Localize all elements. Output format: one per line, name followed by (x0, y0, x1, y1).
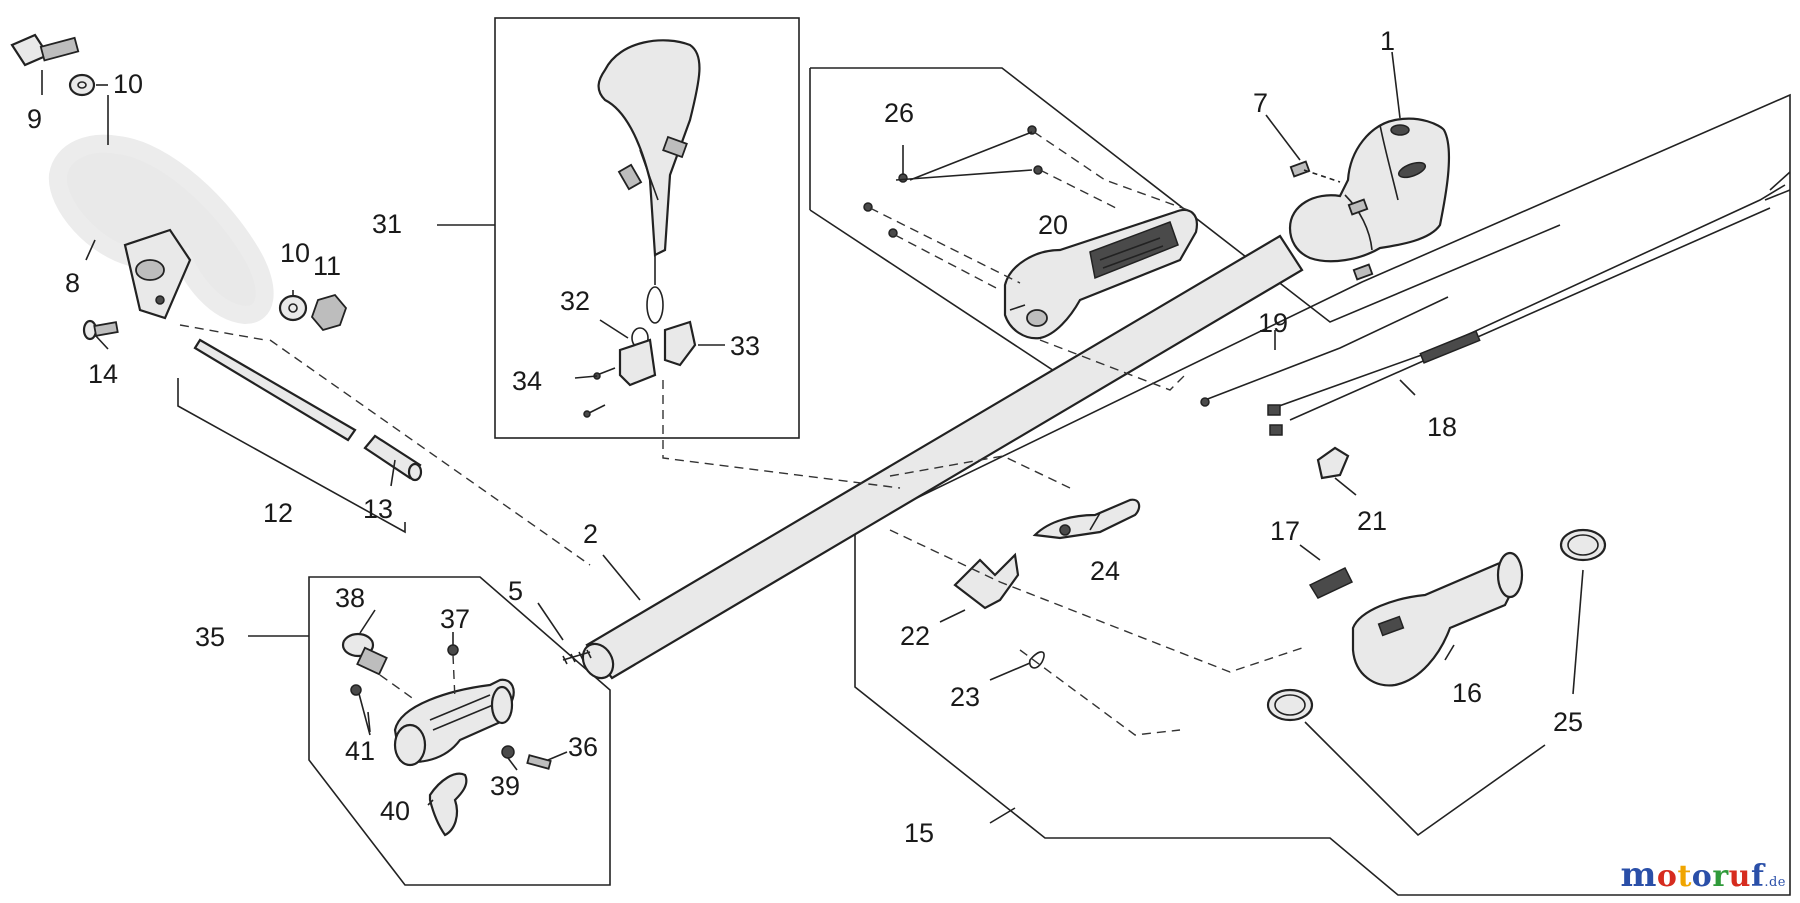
watermark-logo: motoruf.de (1620, 855, 1786, 895)
label-1: 1 (1380, 26, 1395, 56)
screw-37 (447, 644, 459, 656)
label-22: 22 (900, 621, 930, 651)
label-10b: 10 (280, 238, 310, 268)
label-31: 31 (372, 209, 402, 239)
label-26: 26 (884, 98, 914, 128)
watermark-f: f (1750, 859, 1765, 894)
throttle-trigger-22 (953, 552, 1020, 610)
engine-group-outline (810, 67, 1561, 323)
bolt-14 (82, 319, 119, 341)
label-34: 34 (512, 366, 542, 396)
watermark-de: .de (1764, 875, 1786, 890)
watermark-o1: o (1656, 859, 1678, 894)
handle-bracket (393, 678, 515, 767)
label-37: 37 (440, 604, 470, 634)
label-25: 25 (1553, 707, 1583, 737)
label-36: 36 (568, 732, 598, 762)
label-16: 16 (1452, 678, 1482, 708)
bolt-9 (10, 33, 80, 67)
label-9: 9 (27, 104, 42, 134)
stop-switch-wire-19 (1200, 296, 1449, 407)
label-23: 23 (950, 682, 980, 712)
bolt-41 (350, 684, 371, 736)
throttle-cable-18 (1267, 171, 1791, 436)
screws-34 (583, 367, 616, 418)
label-33: 33 (730, 331, 760, 361)
rod-12 (193, 338, 357, 442)
leader-lines (41, 51, 1584, 837)
spring-23 (1028, 651, 1045, 669)
label-41: 41 (345, 736, 375, 766)
label-35: 35 (195, 622, 225, 652)
washer-10a (68, 73, 96, 97)
screws-26 (863, 125, 1043, 238)
throttle-lockout-24 (1032, 498, 1141, 540)
watermark-t: t (1677, 859, 1692, 894)
throttle-group-outline (854, 93, 1791, 896)
shoulder-strap-31 (597, 39, 701, 324)
watermark-r: r (1712, 859, 1729, 894)
rear-grip-20 (1003, 208, 1198, 340)
label-8: 8 (65, 268, 80, 298)
label-15: 15 (904, 818, 934, 848)
watermark-m: m (1620, 855, 1657, 895)
watermark-u: u (1728, 859, 1751, 894)
engine-housing (1288, 117, 1451, 263)
loop-handle-8 (48, 134, 274, 325)
label-19: 19 (1258, 308, 1288, 338)
label-13: 13 (363, 494, 393, 524)
label-7: 7 (1253, 88, 1268, 118)
label-5: 5 (508, 576, 523, 606)
strap-group-box (494, 17, 800, 439)
pin-17 (1308, 567, 1354, 599)
label-17: 17 (1270, 516, 1300, 546)
label-12: 12 (263, 498, 293, 528)
hanger-clamp-33 (618, 320, 697, 387)
label-32: 32 (560, 286, 590, 316)
throttle-housing-16 (1351, 551, 1524, 687)
label-20: 20 (1038, 210, 1068, 240)
label-11: 11 (313, 251, 341, 281)
bolts-7 (1289, 160, 1374, 281)
nut-39 (501, 745, 515, 759)
washer-10b (278, 294, 308, 322)
label-18: 18 (1427, 412, 1457, 442)
switch-21 (1316, 446, 1350, 480)
label-2: 2 (583, 519, 598, 549)
nut-11 (310, 293, 348, 332)
main-shaft (562, 234, 1304, 680)
label-24: 24 (1090, 556, 1120, 586)
loop-handle-group-box (308, 576, 611, 886)
label-21: 21 (1357, 506, 1387, 536)
screw-36 (526, 754, 552, 770)
spacer-13 (363, 434, 423, 482)
label-40: 40 (380, 796, 410, 826)
label-38: 38 (335, 583, 365, 613)
clamp-25 (1266, 528, 1607, 722)
label-39: 39 (490, 771, 520, 801)
watermark-o2: o (1691, 859, 1713, 894)
label-14: 14 (88, 359, 118, 389)
wing-knob-40 (428, 772, 468, 837)
label-10a: 10 (113, 69, 143, 99)
bracket-38 (341, 632, 388, 676)
